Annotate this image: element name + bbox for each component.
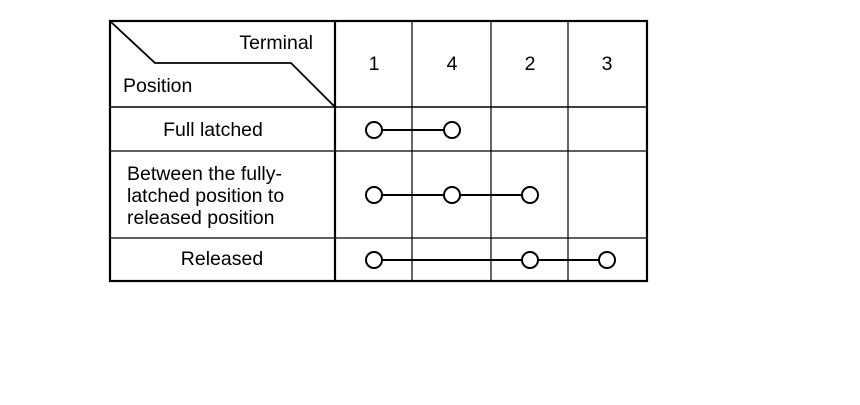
terminal-contact-circle — [365, 186, 383, 204]
terminal-contact-circle — [365, 251, 383, 269]
continuity-connections — [365, 121, 616, 269]
terminal-contact-circle — [365, 121, 383, 139]
terminal-header: 4 — [447, 53, 458, 75]
terminal-contact-circle — [598, 251, 616, 269]
position-label-between: latched position to — [127, 185, 284, 207]
position-label-released: Released — [181, 248, 263, 270]
column-header-label: Terminal — [239, 32, 313, 54]
terminal-header: 2 — [525, 53, 536, 75]
terminal-header: 3 — [602, 53, 613, 75]
header-diagonal — [110, 21, 335, 107]
terminal-contact-circle — [443, 186, 461, 204]
position-label-full-latched: Full latched — [163, 119, 263, 141]
terminal-contact-circle — [521, 251, 539, 269]
position-label-between: Between the fully- — [127, 163, 282, 185]
terminal-contact-circle — [443, 121, 461, 139]
row-header-label: Position — [123, 75, 192, 97]
terminal-header: 1 — [369, 53, 380, 75]
terminal-contact-circle — [521, 186, 539, 204]
position-label-between: released position — [127, 207, 274, 229]
